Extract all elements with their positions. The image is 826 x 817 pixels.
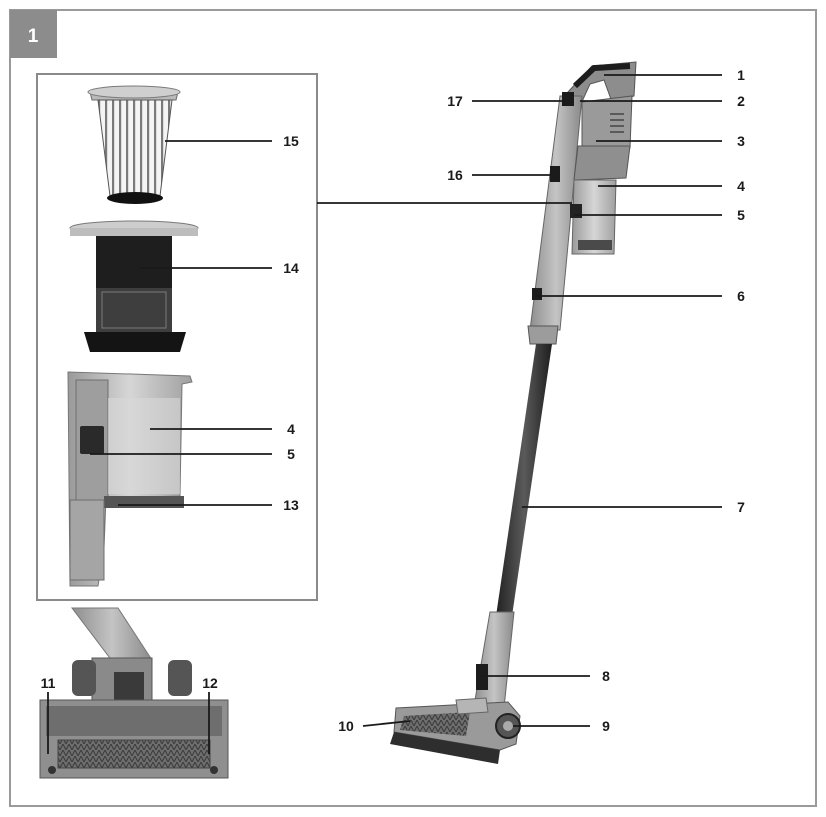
callout-4-detail: 4 xyxy=(287,421,295,437)
callout-11: 11 xyxy=(41,675,56,691)
callout-13: 13 xyxy=(283,497,299,513)
callout-7: 7 xyxy=(737,499,745,515)
callout-12: 12 xyxy=(202,675,218,691)
callout-1: 1 xyxy=(737,67,745,83)
callout-17: 17 xyxy=(447,93,463,109)
callout-16: 16 xyxy=(447,167,463,183)
figure-number-tab: 1 xyxy=(10,10,57,58)
callout-14: 14 xyxy=(283,260,299,276)
power-switch xyxy=(562,92,574,106)
release-button xyxy=(80,426,104,454)
callout-10: 10 xyxy=(338,718,354,734)
callout-15: 15 xyxy=(283,133,299,149)
callout-5-detail: 5 xyxy=(287,446,295,462)
callout-2: 2 xyxy=(737,93,745,109)
figure-number: 1 xyxy=(28,26,39,47)
callout-3: 3 xyxy=(737,133,745,149)
callout-5: 5 xyxy=(737,207,745,223)
callout-6: 6 xyxy=(737,288,745,304)
callout-8: 8 xyxy=(602,668,610,684)
callout-9: 9 xyxy=(602,718,610,734)
callout-4: 4 xyxy=(737,178,745,194)
